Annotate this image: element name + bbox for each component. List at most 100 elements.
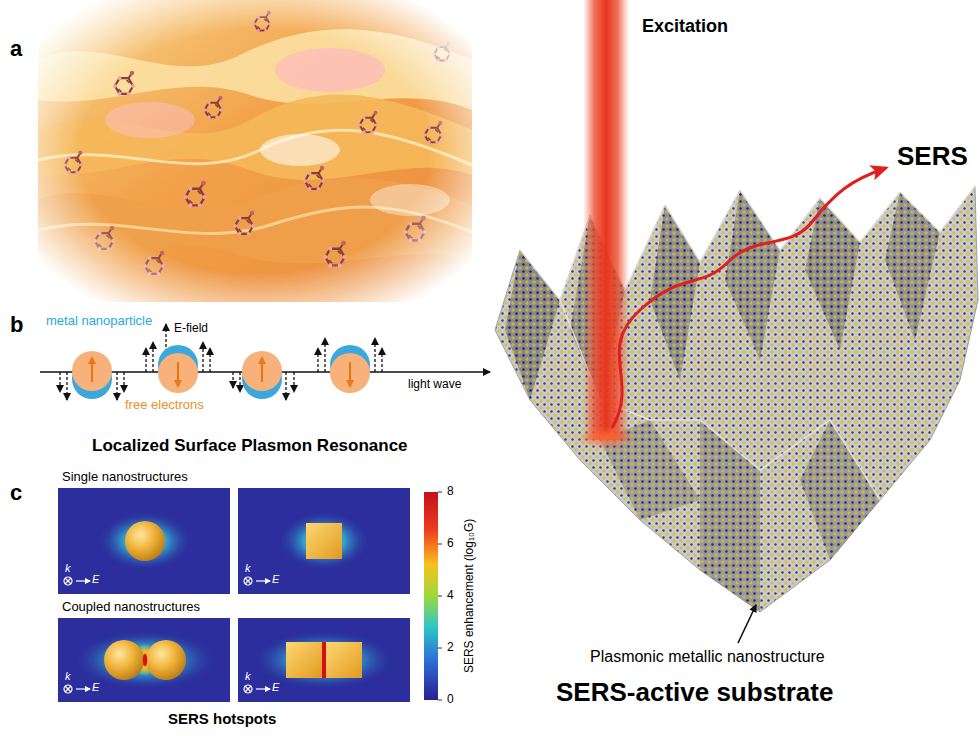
e-field-arrow: [317, 348, 318, 372]
substrate-illustration: [700, 420, 760, 612]
k-e-symbol: [64, 577, 270, 693]
k-e-symbol: [64, 577, 72, 585]
field-map: [306, 523, 342, 559]
substrate-illustration: [495, 186, 978, 612]
field-map: [326, 642, 362, 678]
panel-letter: a: [10, 36, 22, 61]
plasmon-glow: [370, 184, 450, 216]
field-map: [143, 654, 147, 666]
wave-vector-label: k: [245, 670, 251, 683]
e-field-arrow: [232, 372, 233, 388]
panel-letter: c: [10, 480, 22, 505]
field-map: [286, 642, 322, 678]
k-e-symbol: [65, 686, 71, 692]
molecule: [358, 111, 378, 134]
molecule: [233, 211, 255, 236]
panel-caption: SERS hotspots: [168, 710, 276, 727]
axis-title: SERS enhancement (log₁₀G): [463, 519, 477, 673]
wave-vector-label: k: [65, 562, 71, 575]
molecule-surface-illustration: [38, 0, 472, 302]
field-map: [125, 521, 165, 561]
k-e-symbol: [65, 578, 71, 584]
e-field-arrow: [66, 372, 67, 400]
field-map: [238, 618, 410, 702]
surface-wave: [38, 178, 472, 263]
lspr-illustration: [40, 324, 490, 400]
molecule: [113, 71, 135, 96]
k-e-symbol: [65, 578, 71, 584]
panel-letter: b: [10, 312, 23, 337]
e-field-arrow: [293, 372, 294, 392]
nanoparticle: [72, 351, 112, 399]
part-label: Plasmonic metallic nanostructure: [590, 648, 825, 666]
e-field-arrow: [123, 372, 124, 392]
nanoparticle: [261, 358, 263, 382]
nanoparticle: [72, 351, 112, 391]
molecule: [323, 241, 346, 268]
nanoparticle: [242, 351, 282, 399]
field-direction-label: E: [272, 681, 279, 694]
color-bar: [438, 648, 442, 649]
field-map: [146, 640, 186, 680]
tick-label: 0: [447, 693, 454, 707]
sers-signal-arrow: [612, 168, 886, 428]
axis-label: light wave: [408, 378, 461, 392]
plasmon-glow: [275, 48, 385, 92]
field-map: [104, 640, 144, 680]
color-bar: [438, 544, 442, 545]
color-bar: [424, 492, 442, 700]
k-e-symbol: [76, 688, 90, 689]
color-bar: [438, 596, 442, 597]
field-map: [58, 618, 230, 702]
field-map: [238, 488, 410, 594]
e-field-arrow: [324, 338, 325, 372]
signal-label: SERS: [897, 142, 968, 172]
k-e-symbol: [245, 578, 251, 584]
molecule: [403, 216, 426, 243]
field-map: [58, 488, 230, 594]
substrate-illustration: [800, 420, 880, 560]
substrate-illustration: [725, 190, 780, 360]
k-e-symbol: [244, 577, 252, 585]
field-map: [97, 511, 193, 571]
wave-vector-label: k: [245, 562, 251, 575]
nanoparticle: [177, 362, 179, 386]
tick-label: 4: [447, 589, 454, 603]
k-e-symbol: [244, 685, 252, 693]
molecule: [63, 151, 83, 174]
k-e-symbol: [245, 686, 251, 692]
molecule: [423, 121, 443, 144]
nanoparticle: [242, 351, 282, 391]
e-field-arrow: [152, 342, 153, 372]
row-heading: Coupled nanostructures: [62, 600, 200, 615]
field-map: [238, 488, 410, 594]
part-label: free electrons: [125, 398, 204, 413]
tick-label: 2: [447, 641, 454, 655]
molecule: [203, 96, 223, 119]
nanoparticle: [91, 358, 93, 382]
substrate-illustration: [650, 205, 700, 380]
wave-vector-label: k: [65, 670, 71, 683]
e-field-arrow: [116, 372, 117, 400]
nanoparticle: [349, 362, 351, 386]
field-map: [58, 618, 230, 702]
color-bar: [438, 492, 442, 700]
e-field-arrow: [60, 324, 382, 400]
nanoparticle: [330, 353, 370, 393]
row-heading: Single nanostructures: [62, 470, 188, 485]
plasmon-glow: [260, 134, 340, 166]
substrate-illustration: [495, 186, 978, 612]
leader-arrow: [738, 605, 756, 643]
substrate-illustration: [505, 250, 560, 400]
molecule: [183, 181, 206, 208]
surface-wave: [38, 95, 472, 180]
e-field-arrow: [239, 372, 240, 392]
molecule: [93, 226, 115, 251]
surface-highlight: [38, 130, 472, 165]
tick-label: 6: [447, 537, 454, 551]
e-field-arrow: [209, 348, 210, 372]
molecule: [143, 251, 165, 276]
k-e-symbol: [245, 578, 251, 584]
beam-label: Excitation: [642, 16, 728, 37]
